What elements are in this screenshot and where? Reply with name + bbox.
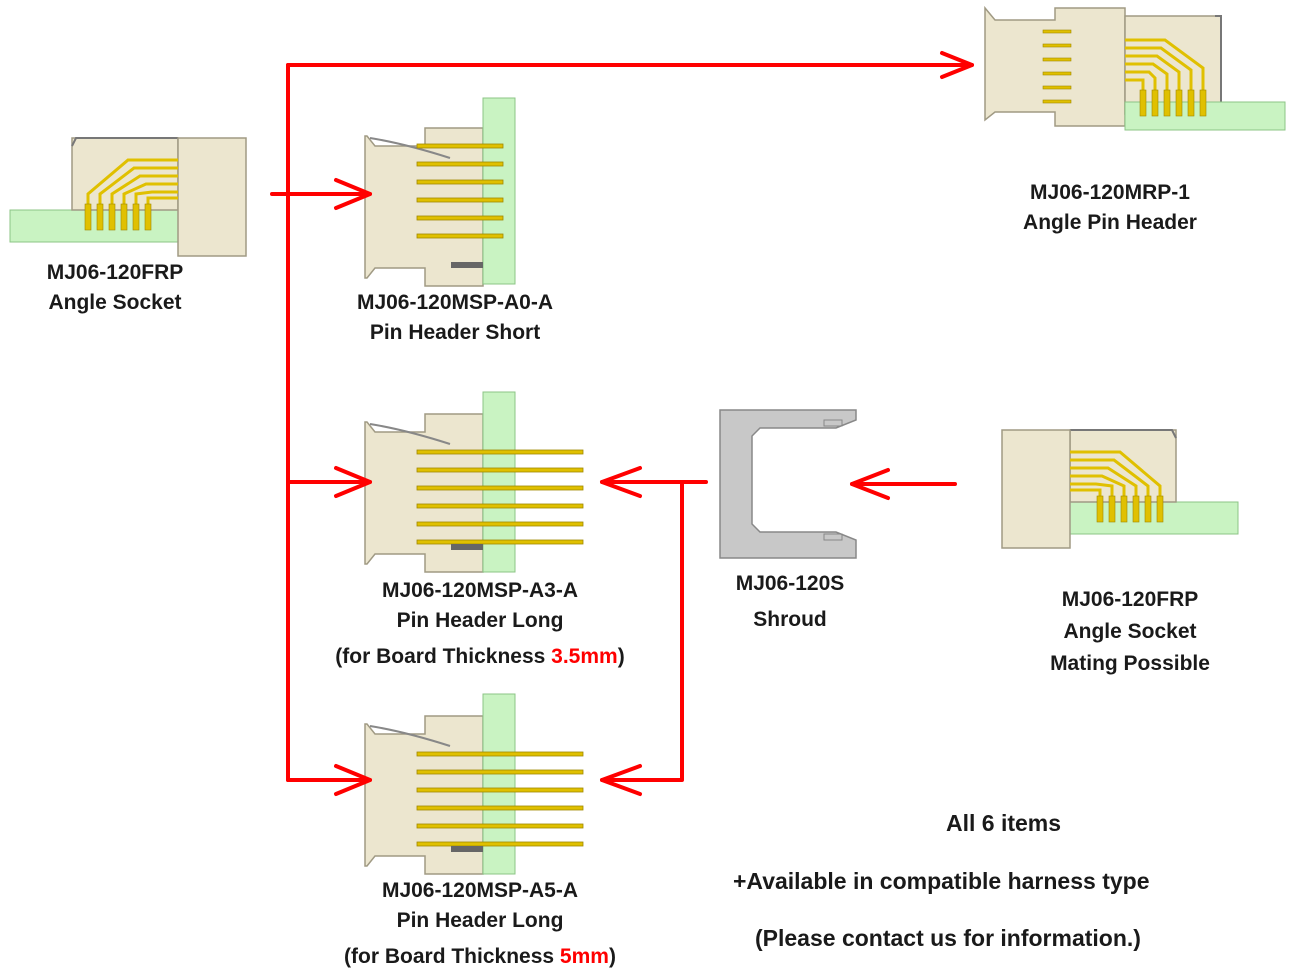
msp-a5-drawing xyxy=(364,693,584,875)
thickness-note: (for Board Thickness 5mm) xyxy=(344,945,616,968)
part-number: MJ06-120FRP xyxy=(1061,588,1199,611)
arrows xyxy=(270,51,974,796)
part-description: Angle Socket xyxy=(1063,620,1197,643)
msp-a0-label: MJ06-120MSP-A0-A Pin Header Short xyxy=(310,288,600,348)
socket-right-drawing xyxy=(1000,428,1240,550)
part-number: MJ06-120MSP-A0-A xyxy=(356,291,554,314)
note-harness: +Available in compatible harness type xyxy=(733,868,1150,894)
thickness-value: 5mm xyxy=(559,945,609,968)
note-all-items: All 6 items xyxy=(946,810,1062,836)
socket-left-label: MJ06-120FRP Angle Socket xyxy=(20,258,210,318)
part-description: Pin Header Long xyxy=(396,909,564,932)
shroud-drawing xyxy=(719,409,857,559)
msp-a0-drawing xyxy=(364,97,516,287)
socket-right-label: MJ06-120FRP Angle Socket Mating Possible xyxy=(1010,584,1250,680)
part-description: Shroud xyxy=(753,608,827,631)
shroud-label: MJ06-120S Shroud xyxy=(700,566,880,638)
part-number: MJ06-120MRP-1 xyxy=(1030,181,1190,204)
thickness-value: 3.5mm xyxy=(551,645,618,668)
msp-a5-label: MJ06-120MSP-A5-A Pin Header Long (for Bo… xyxy=(280,876,680,972)
socket-left-drawing xyxy=(8,136,248,258)
mrp-label: MJ06-120MRP-1 Angle Pin Header xyxy=(990,178,1230,238)
part-number: MJ06-120S xyxy=(735,572,845,595)
part-number: MJ06-120FRP xyxy=(46,261,184,284)
mating-note: Mating Possible xyxy=(1050,652,1210,675)
thickness-note: (for Board Thickness 3.5mm) xyxy=(335,645,625,668)
msp-a3-drawing xyxy=(364,391,584,573)
mrp-drawing xyxy=(983,6,1287,132)
part-description: Angle Pin Header xyxy=(1023,211,1197,234)
branch-to-a5 xyxy=(600,480,684,782)
note-contact: (Please contact us for information.) xyxy=(755,925,1141,951)
part-number: MJ06-120MSP-A5-A xyxy=(381,879,579,902)
part-description: Pin Header Long xyxy=(396,609,564,632)
msp-a3-label: MJ06-120MSP-A3-A Pin Header Long (for Bo… xyxy=(280,576,680,672)
part-description: Angle Socket xyxy=(48,291,182,314)
part-number: MJ06-120MSP-A3-A xyxy=(381,579,579,602)
part-description: Pin Header Short xyxy=(369,321,541,344)
